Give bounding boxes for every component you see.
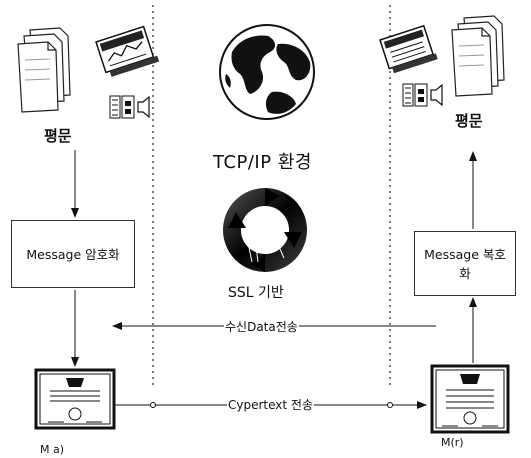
left-plaintext-label: 평문 <box>44 127 72 145</box>
right-media-icon <box>402 83 443 107</box>
receive-data-label: 수신Data전송 <box>224 318 299 335</box>
left-newspaper-icon <box>95 25 160 77</box>
ssl-cycle-icon <box>223 188 307 272</box>
left-certificate-label: M a) <box>40 443 65 456</box>
right-document-stack-icon <box>451 15 505 97</box>
tcp-ip-label: TCP/IP 환경 <box>213 152 312 173</box>
encrypt-box-label: Message 암호화 <box>26 246 120 262</box>
decrypt-box: Message 복호화 <box>414 231 516 296</box>
ssl-label: SSL 기반 <box>228 285 284 301</box>
right-certificate-label: M(r) <box>441 436 464 449</box>
left-certificate-icon <box>34 368 116 430</box>
right-plaintext-label: 평문 <box>455 112 483 130</box>
decrypt-box-label: Message 복호화 <box>424 246 506 281</box>
ciphertext-label: Cypertext 전송 <box>227 396 314 413</box>
left-media-icon <box>109 95 150 119</box>
left-document-stack-icon <box>17 27 71 113</box>
globe-icon <box>219 24 315 120</box>
encrypt-box: Message 암호화 <box>11 220 135 288</box>
right-certificate-icon <box>430 364 510 434</box>
right-newspaper-icon <box>379 24 438 74</box>
